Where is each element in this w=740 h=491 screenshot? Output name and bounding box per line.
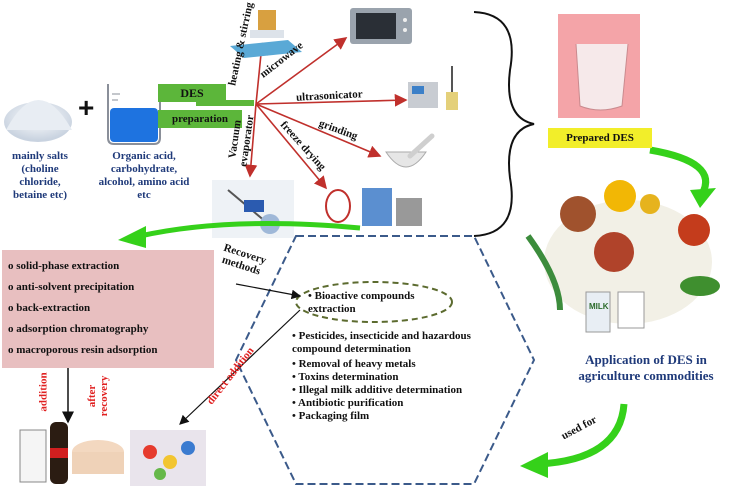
- plus-sign: +: [78, 92, 95, 123]
- bioactive-highlight: • Bioactive compounds extraction: [308, 290, 415, 315]
- beaker-image: [107, 84, 161, 145]
- recovery-item: o macroporous resin adsorption: [8, 344, 158, 356]
- recovery-to-bioactive-arrow: [235, 283, 302, 300]
- application-title: Application of DES in agriculture commod…: [578, 352, 714, 383]
- application-text: Illegal milk additive determination: [298, 384, 463, 396]
- recovery-item: o solid-phase extraction: [8, 260, 120, 272]
- method-arrows: [244, 37, 408, 190]
- microwave-image: [350, 8, 412, 44]
- prepared-des-label: Prepared DES: [548, 128, 652, 148]
- arrow-to-applications: [649, 146, 710, 196]
- prepared-des-image: [558, 14, 640, 118]
- application-text: Pesticides, insecticide and hazardous co…: [292, 330, 471, 355]
- ultrasonicator-image: [408, 66, 458, 110]
- milk-label: MILK: [589, 302, 609, 311]
- recovery-item: o anti-solvent precipitation: [8, 281, 135, 293]
- rotary-evaporator-image: [212, 180, 294, 238]
- application-item: • Packaging film: [292, 410, 370, 422]
- bioactive-text: Bioactive compounds extraction: [308, 290, 415, 315]
- agriculture-collage-image: [525, 180, 720, 333]
- highlight-ellipse: [295, 281, 453, 323]
- application-text: Packaging film: [298, 410, 370, 422]
- recovery-item: o back-extraction: [8, 302, 91, 314]
- applications-hexagon: [234, 235, 536, 485]
- after-recovery-label: after recovery: [86, 375, 110, 417]
- direct-addition-arrow: [179, 309, 301, 425]
- application-item: • Toxins determination: [292, 371, 399, 383]
- application-text: Toxins determination: [298, 371, 399, 383]
- arrow-recovery: [139, 221, 361, 239]
- application-item: • Antibiotic purification: [292, 397, 404, 409]
- recovery-item: o adsorption chromatography: [8, 323, 149, 335]
- addition-label: addition: [37, 372, 50, 412]
- salt-pile-image: [4, 100, 72, 142]
- des-tag: DES: [158, 84, 226, 102]
- application-text: Antibiotic purification: [298, 397, 404, 409]
- acids-label: Organic acid, carbohydrate, alcohol, ami…: [98, 150, 190, 201]
- application-item: • Illegal milk additive determination: [292, 384, 463, 396]
- application-item: • Removal of heavy metals: [292, 358, 416, 370]
- curly-brace: [473, 11, 535, 237]
- mortar-pestle-image: [385, 133, 435, 168]
- recovery-methods-box: o solid-phase extraction o anti-solvent …: [2, 250, 214, 368]
- arrow-used-for: [537, 403, 628, 468]
- balance-image: [230, 10, 302, 58]
- freeze-dryer-image: [325, 188, 422, 226]
- salts-label: mainly salts (choline chloride, betaine …: [12, 150, 68, 201]
- applications-list: • Pesticides, insecticide and hazardous …: [292, 330, 482, 423]
- application-item: • Pesticides, insecticide and hazardous …: [292, 330, 471, 355]
- food-products-image: [19, 422, 206, 486]
- preparation-tag: preparation: [158, 110, 242, 128]
- des-arrow-shaft: [196, 100, 254, 106]
- application-text: Removal of heavy metals: [298, 358, 416, 370]
